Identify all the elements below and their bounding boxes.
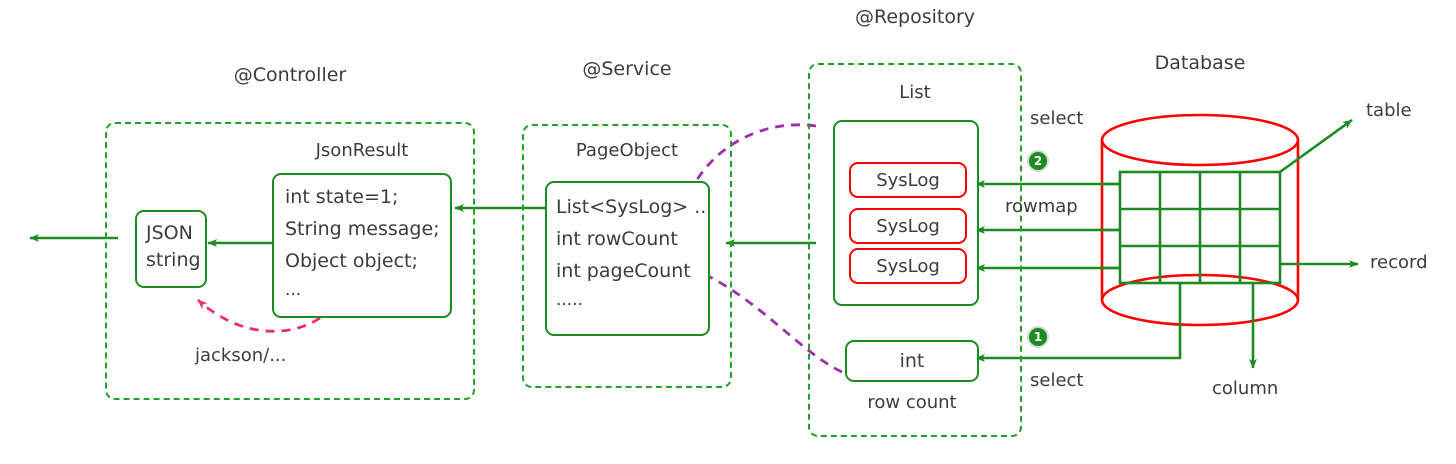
page-object-line-2: int pageCount bbox=[556, 260, 691, 282]
json-result-line-0: int state=1; bbox=[285, 186, 399, 208]
list-box[interactable]: SysLog SysLog SysLog bbox=[833, 120, 979, 306]
json-string-box[interactable]: JSON string bbox=[135, 210, 207, 288]
json-result-box[interactable]: int state=1; String message; Object obje… bbox=[272, 173, 452, 318]
inner-title-jsonresult: JsonResult bbox=[315, 140, 409, 161]
group-title-database: Database bbox=[1154, 52, 1246, 74]
group-box-service bbox=[522, 124, 732, 388]
group-title-service: @Service bbox=[582, 58, 672, 80]
group-title-controller: @Controller bbox=[233, 64, 347, 86]
list-item-syslog-2[interactable]: SysLog bbox=[849, 248, 967, 284]
label-record: record bbox=[1370, 252, 1428, 273]
group-box-controller bbox=[105, 122, 475, 400]
int-row-count-caption: row count bbox=[867, 392, 957, 413]
page-object-line-0: List<SysLog> .. bbox=[556, 196, 707, 218]
list-item-syslog-1[interactable]: SysLog bbox=[849, 208, 967, 244]
annotation-jackson: jackson/... bbox=[195, 345, 287, 366]
annotation-select-bottom: select bbox=[1030, 370, 1084, 391]
step-badge-2: 2 bbox=[1027, 150, 1049, 172]
json-string-text-line1: JSON bbox=[146, 222, 193, 244]
group-title-repository: @Repository bbox=[854, 6, 976, 28]
list-item-syslog-0[interactable]: SysLog bbox=[849, 162, 967, 198]
annotation-select-top: select bbox=[1030, 108, 1084, 129]
page-object-line-1: int rowCount bbox=[556, 228, 678, 250]
label-column: column bbox=[1212, 378, 1279, 399]
json-result-line-3: ... bbox=[285, 280, 302, 300]
page-object-line-3: ..... bbox=[556, 290, 584, 310]
page-object-box[interactable]: List<SysLog> .. int rowCount int pageCou… bbox=[545, 181, 710, 336]
annotation-rowmap: rowmap bbox=[1005, 196, 1078, 217]
step-badge-1: 1 bbox=[1027, 326, 1049, 348]
int-row-count-box[interactable]: int bbox=[845, 340, 979, 382]
json-result-line-2: Object object; bbox=[285, 250, 418, 272]
json-result-line-1: String message; bbox=[285, 218, 440, 240]
inner-title-pageobject: PageObject bbox=[575, 140, 679, 161]
label-table: table bbox=[1366, 100, 1412, 121]
inner-title-list: List bbox=[899, 82, 931, 103]
json-string-text-line2: string bbox=[146, 249, 201, 271]
group-box-repository bbox=[808, 63, 1022, 437]
